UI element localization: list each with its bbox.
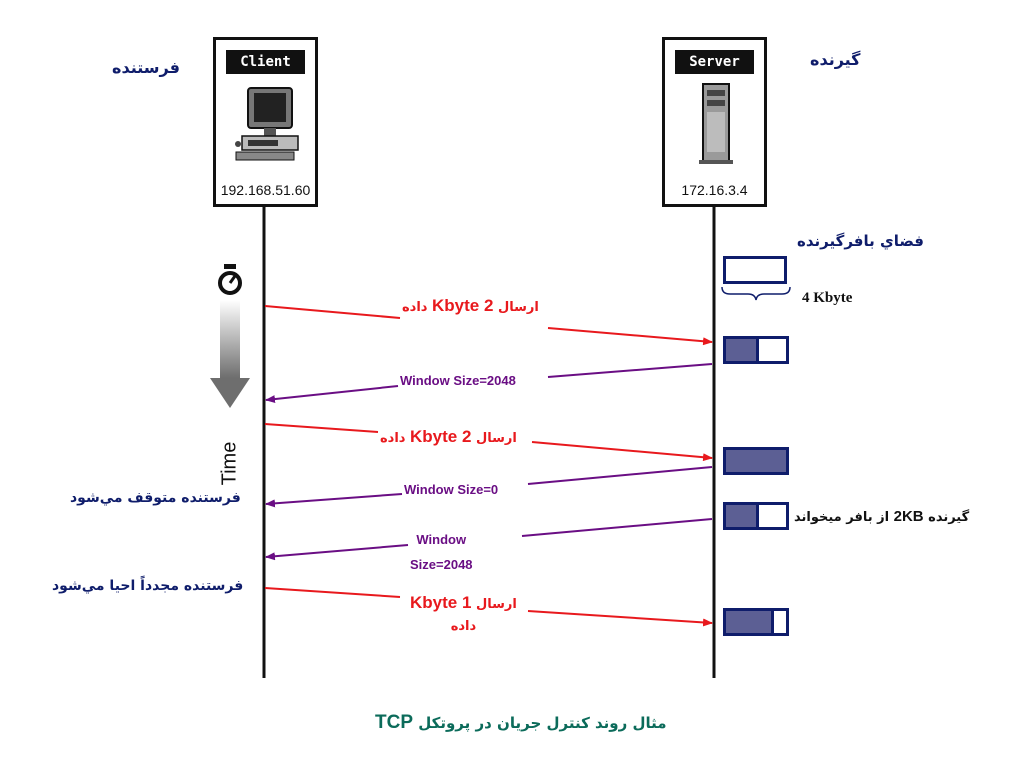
message-6-bold: 1 Kbyte bbox=[410, 593, 472, 612]
message-1-bold: 2 Kbyte bbox=[432, 296, 494, 315]
send-arrow-1 bbox=[264, 305, 401, 319]
note-receiver-reads: گيرنده 2KB از بافر میخواند bbox=[794, 508, 969, 525]
note-receiver-reads-pre: گيرنده bbox=[928, 510, 970, 525]
buffer-fill bbox=[726, 611, 774, 633]
ack-arrow-3 bbox=[521, 518, 713, 537]
send-arrow-1b bbox=[547, 327, 713, 346]
sender-label: فرستنده bbox=[112, 58, 180, 77]
message-3-bold: 2 Kbyte bbox=[410, 427, 472, 446]
server-ip: 172.16.3.4 bbox=[681, 182, 748, 198]
message-3-post: داده bbox=[380, 431, 406, 446]
message-2-label: Window Size=2048 bbox=[400, 373, 516, 388]
ack-arrow-3b bbox=[265, 544, 409, 561]
message-5-label: Window Size=2048 bbox=[410, 527, 473, 577]
buffer-state-full bbox=[723, 447, 789, 475]
buffer-state-three-quarter bbox=[723, 608, 789, 636]
message-3-label: ارسال 2 Kbyte داده bbox=[380, 427, 517, 447]
note-sender-resumes: فرستنده مجدداً احیا مي‌شود bbox=[52, 578, 244, 594]
client-ip: 192.168.51.60 bbox=[220, 182, 311, 198]
note-sender-stops: فرستنده متوقف مي‌شود bbox=[70, 490, 241, 506]
buffer-state-half bbox=[723, 336, 789, 364]
message-1-label: ارسال 2 Kbyte داده bbox=[402, 296, 539, 316]
message-6-post: داده bbox=[450, 619, 477, 634]
send-arrow-3 bbox=[264, 587, 401, 598]
note-receiver-reads-post: از بافر میخواند bbox=[794, 510, 890, 525]
message-3-pre: ارسال bbox=[475, 431, 517, 446]
time-label: Time bbox=[218, 441, 241, 486]
send-arrow-2 bbox=[264, 423, 379, 433]
buffer-fill bbox=[726, 339, 759, 361]
ack-arrow-1b bbox=[265, 385, 399, 404]
buffer-title: فضاي بافرگيرنده bbox=[797, 232, 924, 250]
buffer-size: 4 Kbyte bbox=[802, 290, 853, 306]
message-1-post: داده bbox=[402, 300, 428, 315]
caption-protocol: TCP bbox=[375, 712, 413, 733]
receiver-label: گیرنده bbox=[810, 50, 861, 69]
message-5-line2: Size=2048 bbox=[410, 557, 473, 572]
server-title: Server bbox=[675, 50, 754, 74]
ack-arrow-1 bbox=[547, 363, 713, 378]
client-title: Client bbox=[226, 50, 305, 74]
figure-caption: مثال روند کنترل جریان در پروتکل TCP bbox=[375, 712, 667, 734]
buffer-brace bbox=[721, 286, 791, 301]
stopwatch-icon bbox=[218, 264, 242, 295]
client-node: Client 192.168.51.60 bbox=[213, 37, 318, 207]
message-5-line1: Window bbox=[416, 532, 467, 547]
buffer-fill bbox=[726, 505, 759, 527]
message-4-label: Window Size=0 bbox=[404, 482, 499, 497]
message-1-pre: ارسال bbox=[497, 300, 539, 315]
caption-text: مثال روند کنترل جریان در پروتکل bbox=[418, 714, 667, 732]
send-arrow-2b bbox=[531, 441, 713, 462]
computer-icon bbox=[235, 87, 299, 161]
buffer-state-empty bbox=[723, 256, 787, 284]
ack-arrow-2b bbox=[265, 493, 403, 508]
buffer-fill bbox=[726, 450, 786, 472]
buffer-state-half-2 bbox=[723, 502, 789, 530]
server-icon bbox=[699, 83, 733, 164]
send-arrow-3b bbox=[527, 610, 713, 627]
ack-arrow-2 bbox=[527, 466, 713, 485]
server-node: Server 172.16.3.4 bbox=[662, 37, 767, 207]
message-6-label: ارسال 1 Kbyte داده bbox=[410, 592, 517, 638]
message-6-pre: ارسال bbox=[475, 597, 517, 612]
time-arrow-icon bbox=[210, 300, 250, 408]
note-receiver-reads-bold: 2KB bbox=[893, 508, 924, 525]
